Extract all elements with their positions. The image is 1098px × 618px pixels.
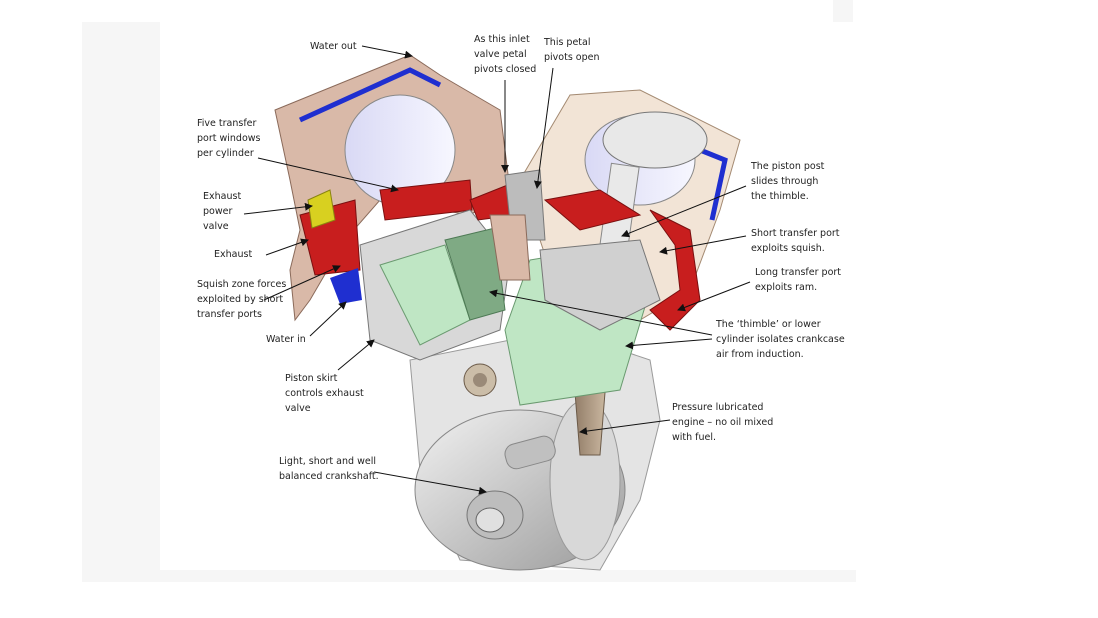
label-squish-zone: Squish zone forces exploited by short tr… xyxy=(197,279,287,320)
label-crankshaft: Light, short and well balanced crankshaf… xyxy=(279,456,379,482)
leader-lines xyxy=(243,45,751,495)
label-piston-post: The piston post slides through the thimb… xyxy=(751,161,825,202)
label-exhaust: Exhaust xyxy=(214,249,253,260)
background-panel-corner xyxy=(833,0,853,22)
label-short-transfer: Short transfer port exploits squish. xyxy=(751,228,840,254)
label-exhaust-power-valve: Exhaust power valve xyxy=(203,191,242,232)
label-transfer-windows: Five transfer port windows per cylinder xyxy=(197,118,261,159)
label-pressure-lube: Pressure lubricated engine – no oil mixe… xyxy=(672,402,774,443)
label-long-transfer: Long transfer port exploits ram. xyxy=(755,267,842,293)
long-transfer-port xyxy=(649,209,701,331)
label-water-out: Water out xyxy=(310,41,357,52)
left-transfer-windows xyxy=(379,179,473,221)
right-piston-crown xyxy=(602,111,708,169)
exhaust-power-valve xyxy=(307,189,336,229)
background-panel-bottom xyxy=(82,570,856,582)
label-inlet-petal-closed: As this inlet valve petal pivots closed xyxy=(474,34,537,75)
label-petal-open: This petal pivots open xyxy=(544,37,600,63)
water-in-channel xyxy=(330,268,362,304)
short-transfer-port xyxy=(543,189,642,231)
background-panel-left xyxy=(82,22,160,582)
label-thimble: The ‘thimble’ or lower cylinder isolates… xyxy=(716,319,845,360)
label-piston-skirt: Piston skirt controls exhaust valve xyxy=(285,373,364,414)
label-water-in: Water in xyxy=(266,334,306,345)
